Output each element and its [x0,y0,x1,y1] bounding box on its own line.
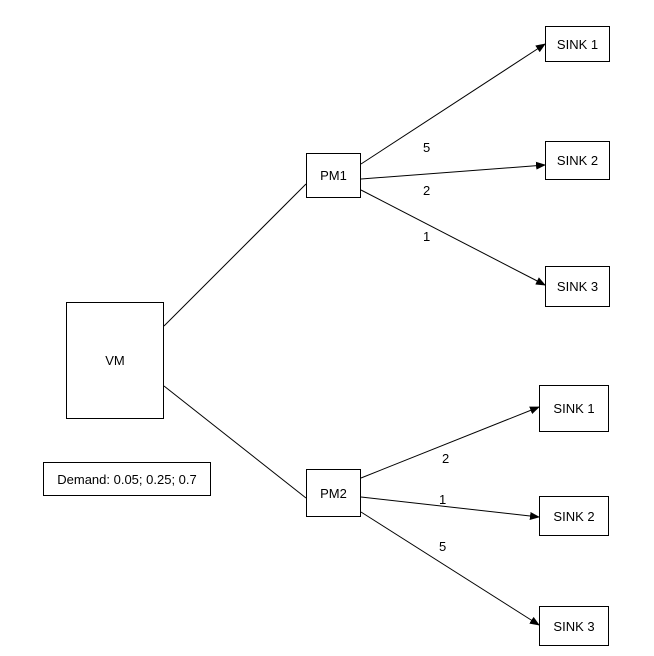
edge-pm1-sink3 [360,189,546,286]
edge-vm-pm1 [163,183,307,327]
pm2-sink-3-node: SINK 3 [539,606,609,646]
edge-pm1-sink1 [360,43,546,165]
pm2-sink-2-label: SINK 2 [553,508,595,524]
vm-node: VM [66,302,164,419]
demand-label: Demand: 0.05; 0.25; 0.7 [57,471,197,487]
pm2-weight-sink2: 1 [439,492,447,507]
pm2-node: PM2 [306,469,361,517]
pm2-label: PM2 [320,485,347,501]
edge-pm2-sink2 [360,496,540,520]
pm2-weight-sink1: 2 [442,451,450,466]
pm2-sink-1-node: SINK 1 [539,385,609,432]
edge-pm1-sink2 [360,161,546,180]
pm1-weight-sink2: 2 [423,183,431,198]
pm1-sink-3-label: SINK 3 [556,279,599,294]
pm2-weight-sink3: 5 [439,539,447,554]
vm-label: VM [105,353,125,368]
pm1-sink-3-node: SINK 3 [545,266,610,307]
pm1-label: PM1 [320,168,347,183]
pm1-weight-sink3: 1 [423,229,431,244]
pm2-sink-3-label: SINK 3 [553,618,595,634]
pm1-weight-sink1: 5 [423,140,431,155]
edge-pm2-sink3 [360,511,540,626]
pm2-sink-1-label: SINK 1 [553,401,595,416]
edge-vm-pm2 [163,385,307,499]
demand-box: Demand: 0.05; 0.25; 0.7 [43,462,211,496]
pm1-sink-2-label: SINK 2 [556,153,599,168]
edge-pm2-sink1 [360,406,540,479]
pm2-sink-2-node: SINK 2 [539,496,609,536]
pm1-sink-1-node: SINK 1 [545,26,610,62]
pm1-sink-1-label: SINK 1 [556,36,599,52]
pm1-sink-2-node: SINK 2 [545,141,610,180]
pm1-node: PM1 [306,153,361,198]
